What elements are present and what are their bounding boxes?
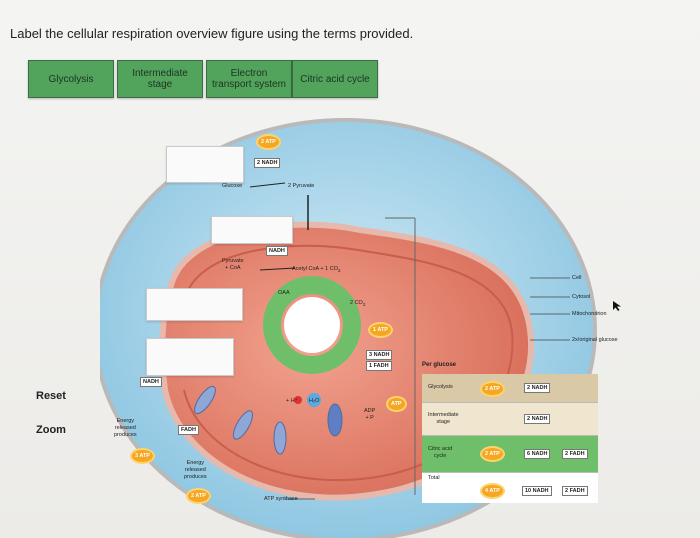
adp-label: ADP + P [364, 408, 376, 421]
pyruvate-arrow [259, 267, 296, 271]
table-row-intermediate: Intermediate stage 2 NADH [422, 403, 598, 436]
term-intermediate-stage[interactable]: Intermediate stage [117, 60, 203, 98]
acetyl-coa-text: Acetyl CoA + 1 CO [292, 266, 339, 272]
h2o-label: H₂O [309, 398, 320, 404]
legend-cell-label: Cell [572, 275, 582, 281]
atp-synthase-badge: ATP [388, 398, 405, 410]
page-title: Label the cellular respiration overview … [10, 26, 414, 41]
inner-membrane [183, 244, 514, 482]
reset-button[interactable]: Reset [36, 390, 66, 402]
row-name: Glycolysis [428, 384, 453, 390]
row-nadh: 2 NADH [524, 414, 551, 424]
legend-glucose-label: 2x/original glucose [572, 337, 618, 343]
zoom-button[interactable]: Zoom [36, 424, 66, 436]
table-row-citric: Citric acid cycle 2 ATP 6 NADH 2 FADH [422, 436, 598, 473]
drop-target-1[interactable] [166, 146, 244, 183]
nadh-left-tag: NADH [140, 377, 162, 387]
nadh-top-tag: 2 NADH [254, 158, 281, 168]
mouse-cursor-icon [613, 301, 621, 311]
legend-cytosol-label: Cytosol [572, 294, 591, 300]
nadh-cycle-tag: 3 NADH [366, 350, 393, 360]
energy-released-1: Energy released produces [114, 418, 137, 438]
fadh-cycle-text: 1 FADH [369, 363, 389, 369]
hplus-label: + H⁺ [286, 398, 298, 404]
row-atp: 2 ATP [482, 448, 503, 460]
table-row-glycolysis: Glycolysis 2 ATP 2 NADH [422, 374, 598, 403]
summary-table: Per glucose Glycolysis 2 ATP 2 NADH Inte… [422, 362, 598, 503]
atp-synthase-label: ATP synthase [264, 496, 298, 502]
row-atp: 4 ATP [482, 485, 503, 497]
citric-acid-cycle-center [284, 297, 340, 353]
glycolysis-arrow [249, 182, 286, 188]
row-fadh: 2 FADH [562, 449, 588, 459]
oxygen-molecule [294, 396, 302, 404]
row-name: Intermediate stage [428, 412, 459, 425]
transport-proteins [194, 385, 343, 455]
row-name: Total [428, 475, 440, 481]
term-electron-transport[interactable]: Electron transport system [206, 60, 292, 98]
citric-acid-cycle-ring [263, 276, 361, 374]
glucose-label: Glucose [222, 183, 243, 189]
row-nadh: 6 NADH [524, 449, 551, 459]
nadh-mid-tag: NADH [266, 246, 288, 256]
drop-target-3[interactable] [146, 288, 243, 321]
pyruvate-label: 2 Pyruvate [288, 183, 315, 189]
atp-top-badge: 2 ATP [258, 136, 279, 148]
drop-target-4[interactable] [146, 338, 234, 376]
fadh-cycle-tag: 1 FADH [366, 361, 392, 371]
co2-two-subscript: 2 [362, 302, 366, 308]
row-name: Citric acid cycle [428, 446, 453, 459]
table-row-total: Total 4 ATP 10 NADH 2 FADH [422, 473, 598, 503]
term-glycolysis[interactable]: Glycolysis [28, 60, 114, 98]
row-nadh: 2 NADH [524, 383, 551, 393]
co2-two-label: 2 CO2 [350, 300, 365, 307]
oaa-label: OAA [278, 290, 290, 296]
fadh-left-tag: FADH [178, 425, 199, 435]
row-nadh: 10 NADH [522, 486, 552, 496]
co2-two-text: 2 CO [350, 300, 363, 306]
row-atp: 2 ATP [482, 383, 503, 395]
co2-subscript: 2 [338, 268, 341, 274]
legend-mito-label: Mitochondrion [572, 311, 607, 317]
table-header: Per glucose [422, 362, 457, 368]
atp-3-badge: 3 ATP [132, 450, 153, 462]
row-fadh: 2 FADH [562, 486, 588, 496]
atp-cycle-badge: 1 ATP [370, 324, 391, 336]
term-citric-acid-cycle[interactable]: Citric acid cycle [292, 60, 378, 98]
atp-2b-badge: 2 ATP [188, 490, 209, 502]
drop-target-2[interactable] [211, 216, 293, 244]
water-molecule [307, 393, 321, 407]
energy-released-2: Energy released produces [184, 460, 207, 480]
acetyl-coa-label: Acetyl CoA + 1 CO2 [292, 266, 341, 273]
pyruvate-coa-label: Pyruvate + CoA [222, 258, 244, 271]
